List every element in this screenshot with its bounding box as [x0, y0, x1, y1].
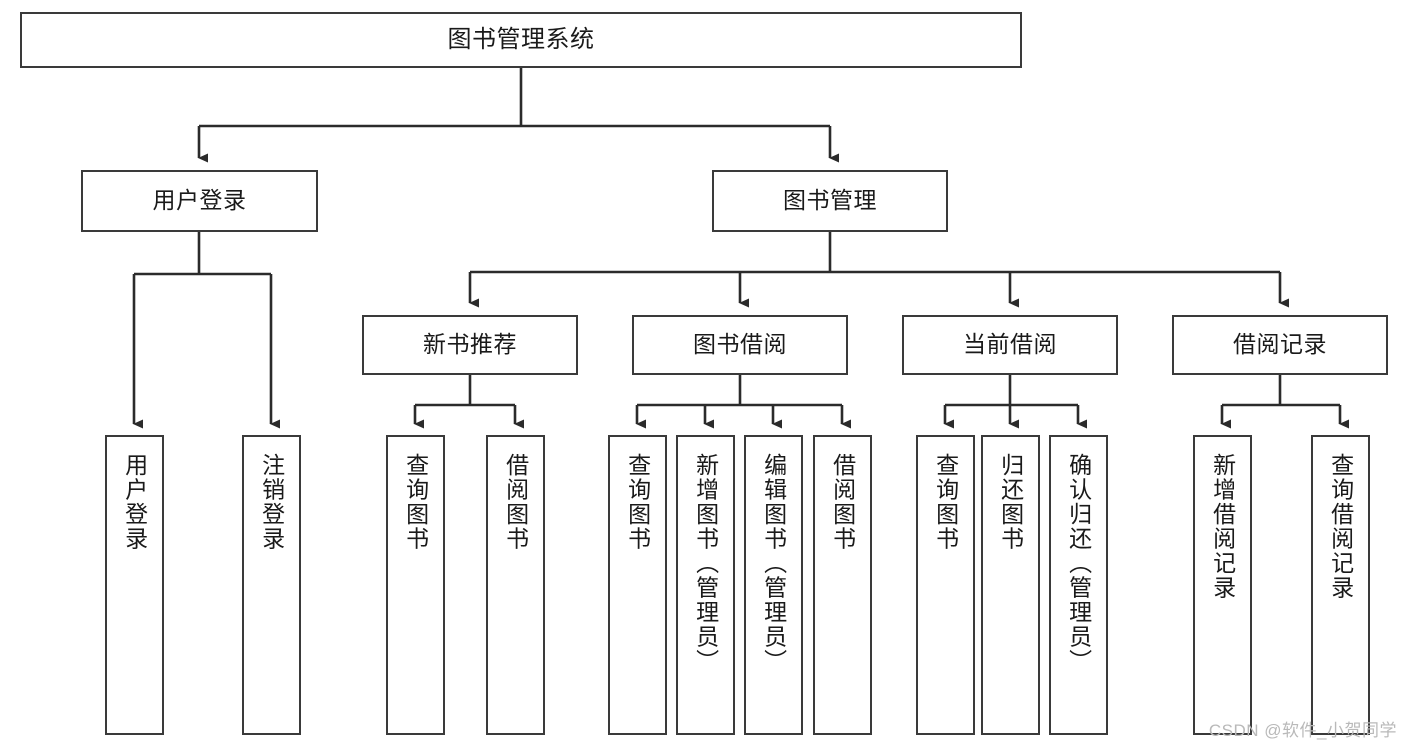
node-label: 归还图书 [997, 453, 1024, 551]
leaf-logout-login[interactable]: 注销登录 [242, 435, 301, 735]
node-label: 借阅图书 [502, 453, 529, 551]
node-label: 借阅图书 [829, 453, 856, 551]
leaf-query-borrow-record[interactable]: 查询借阅记录 [1311, 435, 1370, 735]
node-label: 查询图书 [402, 453, 429, 551]
node-label: 新书推荐 [423, 331, 517, 358]
node-user-login[interactable]: 用户登录 [81, 170, 318, 232]
node-label: 编辑图书（管理员） [760, 453, 787, 674]
leaf-return-book[interactable]: 归还图书 [981, 435, 1040, 735]
leaf-user-login[interactable]: 用户登录 [105, 435, 164, 735]
leaf-borrow-book-recommend[interactable]: 借阅图书 [486, 435, 545, 735]
leaf-edit-book-admin[interactable]: 编辑图书（管理员） [744, 435, 803, 735]
node-current-borrow[interactable]: 当前借阅 [902, 315, 1118, 375]
node-root-system[interactable]: 图书管理系统 [20, 12, 1022, 68]
leaf-add-borrow-record[interactable]: 新增借阅记录 [1193, 435, 1252, 735]
node-label: 查询图书 [932, 453, 959, 551]
node-new-book-recommend[interactable]: 新书推荐 [362, 315, 578, 375]
node-label: 当前借阅 [963, 331, 1057, 358]
node-label: 图书管理系统 [447, 25, 595, 53]
node-label: 借阅记录 [1233, 331, 1327, 358]
leaf-add-book-admin[interactable]: 新增图书（管理员） [676, 435, 735, 735]
leaf-query-book-recommend[interactable]: 查询图书 [386, 435, 445, 735]
leaf-query-book-current[interactable]: 查询图书 [916, 435, 975, 735]
node-label: 查询图书 [624, 453, 651, 551]
node-label: 图书管理 [783, 187, 877, 214]
node-label: 新增借阅记录 [1209, 453, 1236, 600]
leaf-confirm-return-admin[interactable]: 确认归还（管理员） [1049, 435, 1108, 735]
leaf-borrow-book[interactable]: 借阅图书 [813, 435, 872, 735]
node-label: 用户登录 [121, 453, 148, 551]
node-label: 用户登录 [152, 187, 247, 214]
leaf-query-book-borrow[interactable]: 查询图书 [608, 435, 667, 735]
csdn-watermark: CSDN @软件_小贺同学 [1208, 721, 1397, 740]
node-book-borrow[interactable]: 图书借阅 [632, 315, 848, 375]
node-label: 注销登录 [258, 453, 285, 551]
node-borrow-record[interactable]: 借阅记录 [1172, 315, 1388, 375]
node-label: 图书借阅 [693, 331, 787, 358]
node-book-management[interactable]: 图书管理 [712, 170, 948, 232]
node-label: 新增图书（管理员） [692, 453, 719, 674]
node-label: 确认归还（管理员） [1065, 453, 1092, 674]
node-label: 查询借阅记录 [1327, 453, 1354, 600]
